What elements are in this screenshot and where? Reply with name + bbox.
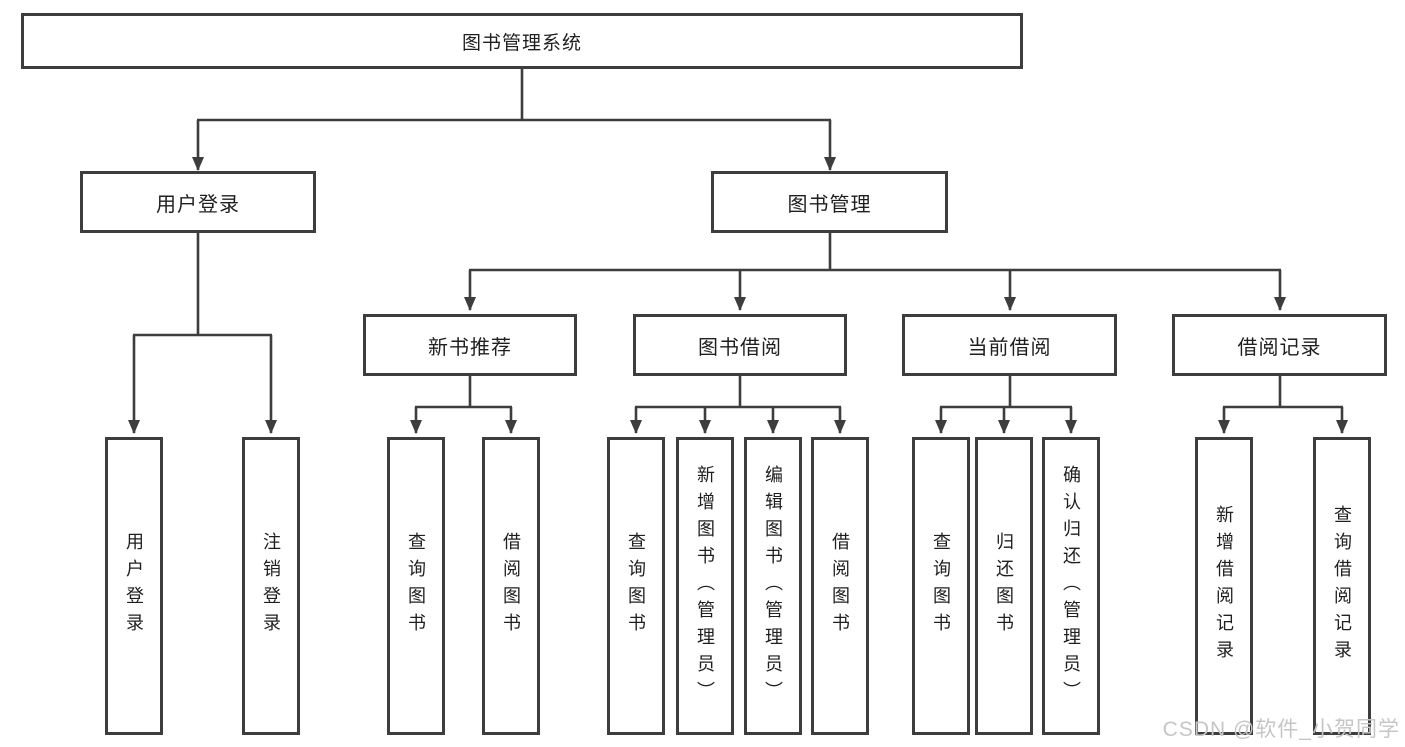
leaf-logout-label: 注销登录 — [261, 532, 281, 640]
watermark: CSDN @软件_小贺同学 — [1162, 718, 1400, 741]
leaf-user-login-label: 用户登录 — [124, 532, 144, 640]
leaf-borrow-books-recommend-label: 借阅图书 — [501, 532, 521, 640]
node-root: 图书管理系统 — [21, 13, 1023, 69]
leaf-edit-books-admin-label: 编辑图书（管理员） — [763, 464, 783, 708]
leaf-query-borrow-record-label: 查询借阅记录 — [1332, 505, 1352, 667]
leaf-confirm-return-admin-label: 确认归还（管理员） — [1061, 464, 1081, 708]
leaf-logout: 注销登录 — [242, 437, 300, 735]
leaf-add-borrow-record-label: 新增借阅记录 — [1214, 505, 1234, 667]
leaf-borrow-books: 借阅图书 — [811, 437, 869, 735]
leaf-add-borrow-record: 新增借阅记录 — [1195, 437, 1253, 735]
node-new-book-recommend-label: 新书推荐 — [428, 336, 512, 359]
leaf-query-books-recommend: 查询图书 — [387, 437, 445, 735]
leaf-query-books-current-label: 查询图书 — [931, 532, 951, 640]
leaf-return-books-label: 归还图书 — [994, 532, 1014, 640]
node-new-book-recommend: 新书推荐 — [363, 314, 577, 376]
leaf-edit-books-admin: 编辑图书（管理员） — [744, 437, 802, 735]
leaf-return-books: 归还图书 — [975, 437, 1033, 735]
leaf-add-books-admin: 新增图书（管理员） — [676, 437, 734, 735]
node-borrow-records-label: 借阅记录 — [1237, 336, 1322, 359]
node-book-borrow: 图书借阅 — [633, 314, 847, 376]
node-borrow-records: 借阅记录 — [1172, 314, 1387, 376]
leaf-query-books-borrow: 查询图书 — [607, 437, 665, 735]
leaf-confirm-return-admin: 确认归还（管理员） — [1042, 437, 1100, 735]
leaf-query-books-borrow-label: 查询图书 — [626, 532, 646, 640]
node-user-login-label: 用户登录 — [156, 193, 240, 216]
node-user-login: 用户登录 — [80, 171, 316, 233]
leaf-borrow-books-label: 借阅图书 — [830, 532, 850, 640]
leaf-borrow-books-recommend: 借阅图书 — [482, 437, 540, 735]
node-current-borrow-label: 当前借阅 — [967, 336, 1052, 359]
leaf-add-books-admin-label: 新增图书（管理员） — [695, 464, 715, 708]
node-root-label: 图书管理系统 — [461, 32, 582, 54]
leaf-user-login: 用户登录 — [105, 437, 163, 735]
node-book-borrow-label: 图书借阅 — [698, 336, 782, 359]
leaf-query-borrow-record: 查询借阅记录 — [1313, 437, 1371, 735]
leaf-query-books-recommend-label: 查询图书 — [406, 532, 426, 640]
node-book-management-label: 图书管理 — [787, 193, 872, 216]
node-book-management: 图书管理 — [711, 171, 948, 233]
leaf-query-books-current: 查询图书 — [912, 437, 970, 735]
node-current-borrow: 当前借阅 — [902, 314, 1117, 376]
